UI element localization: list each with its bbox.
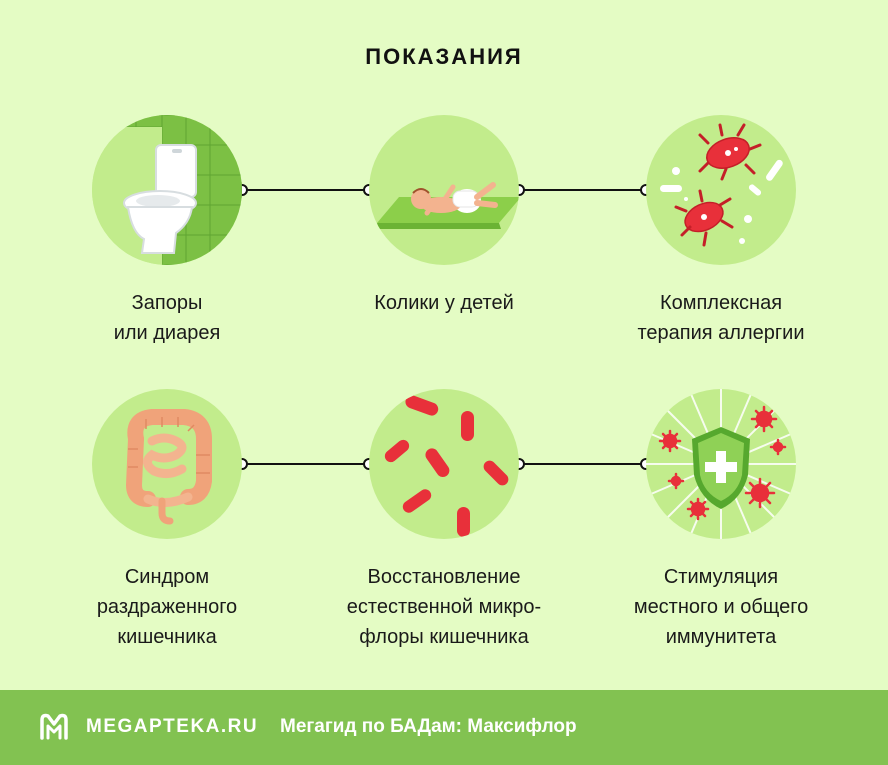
label-line: Восстановление xyxy=(367,566,521,588)
megapteka-logo-icon xyxy=(40,713,68,740)
label-line: естественной микро- xyxy=(346,596,542,618)
indication-label-allergy: Комплексная терапия аллергии xyxy=(576,288,866,348)
indication-label-colic: Колики у детей xyxy=(299,288,589,318)
microflora-icon xyxy=(384,395,509,537)
footer-subtitle: Мегагид по БАДам: Максифлор xyxy=(280,716,577,737)
brand-name[interactable]: MEGAPTEKA.RU xyxy=(86,716,259,737)
label-line: терапия аллергии xyxy=(637,322,805,344)
indication-circle-colic xyxy=(369,115,519,265)
indication-circle-ibs xyxy=(92,389,242,539)
toilet-icon xyxy=(92,115,242,265)
indication-circle-microflora xyxy=(369,389,519,539)
label-line: иммунитета xyxy=(665,626,777,648)
label-line: Синдром xyxy=(124,566,210,588)
indication-label-immunity: Стимуляция местного и общего иммунитета xyxy=(576,562,866,652)
immunity-shield-icon xyxy=(646,389,796,539)
footer-bar: MEGAPTEKA.RU Мегагид по БАДам: Максифлор xyxy=(0,690,888,765)
label-line: кишечника xyxy=(117,626,217,648)
label-line: Колики у детей xyxy=(374,292,514,314)
label-line: Стимуляция xyxy=(663,566,779,588)
label-line: местного и общего xyxy=(633,596,809,618)
label-line: раздраженного xyxy=(96,596,238,618)
indication-label-ibs: Синдром раздраженного кишечника xyxy=(22,562,312,652)
baby-icon xyxy=(377,182,519,229)
indication-label-constipation: Запоры или диарея xyxy=(22,288,312,348)
label-line: Запоры xyxy=(131,292,203,314)
indication-circle-allergy xyxy=(646,115,796,265)
label-line: Комплексная xyxy=(659,292,783,314)
bacteria-icon xyxy=(660,123,783,247)
indication-circle-immunity xyxy=(646,389,796,539)
label-line: флоры кишечника xyxy=(359,626,529,648)
indication-label-microflora: Восстановление естественной микро- флоры… xyxy=(299,562,589,652)
page-title: ПОКАЗАНИЯ xyxy=(365,44,523,69)
label-line: или диарея xyxy=(113,322,221,344)
indication-circle-constipation xyxy=(92,115,242,265)
intestine-icon xyxy=(125,409,212,525)
